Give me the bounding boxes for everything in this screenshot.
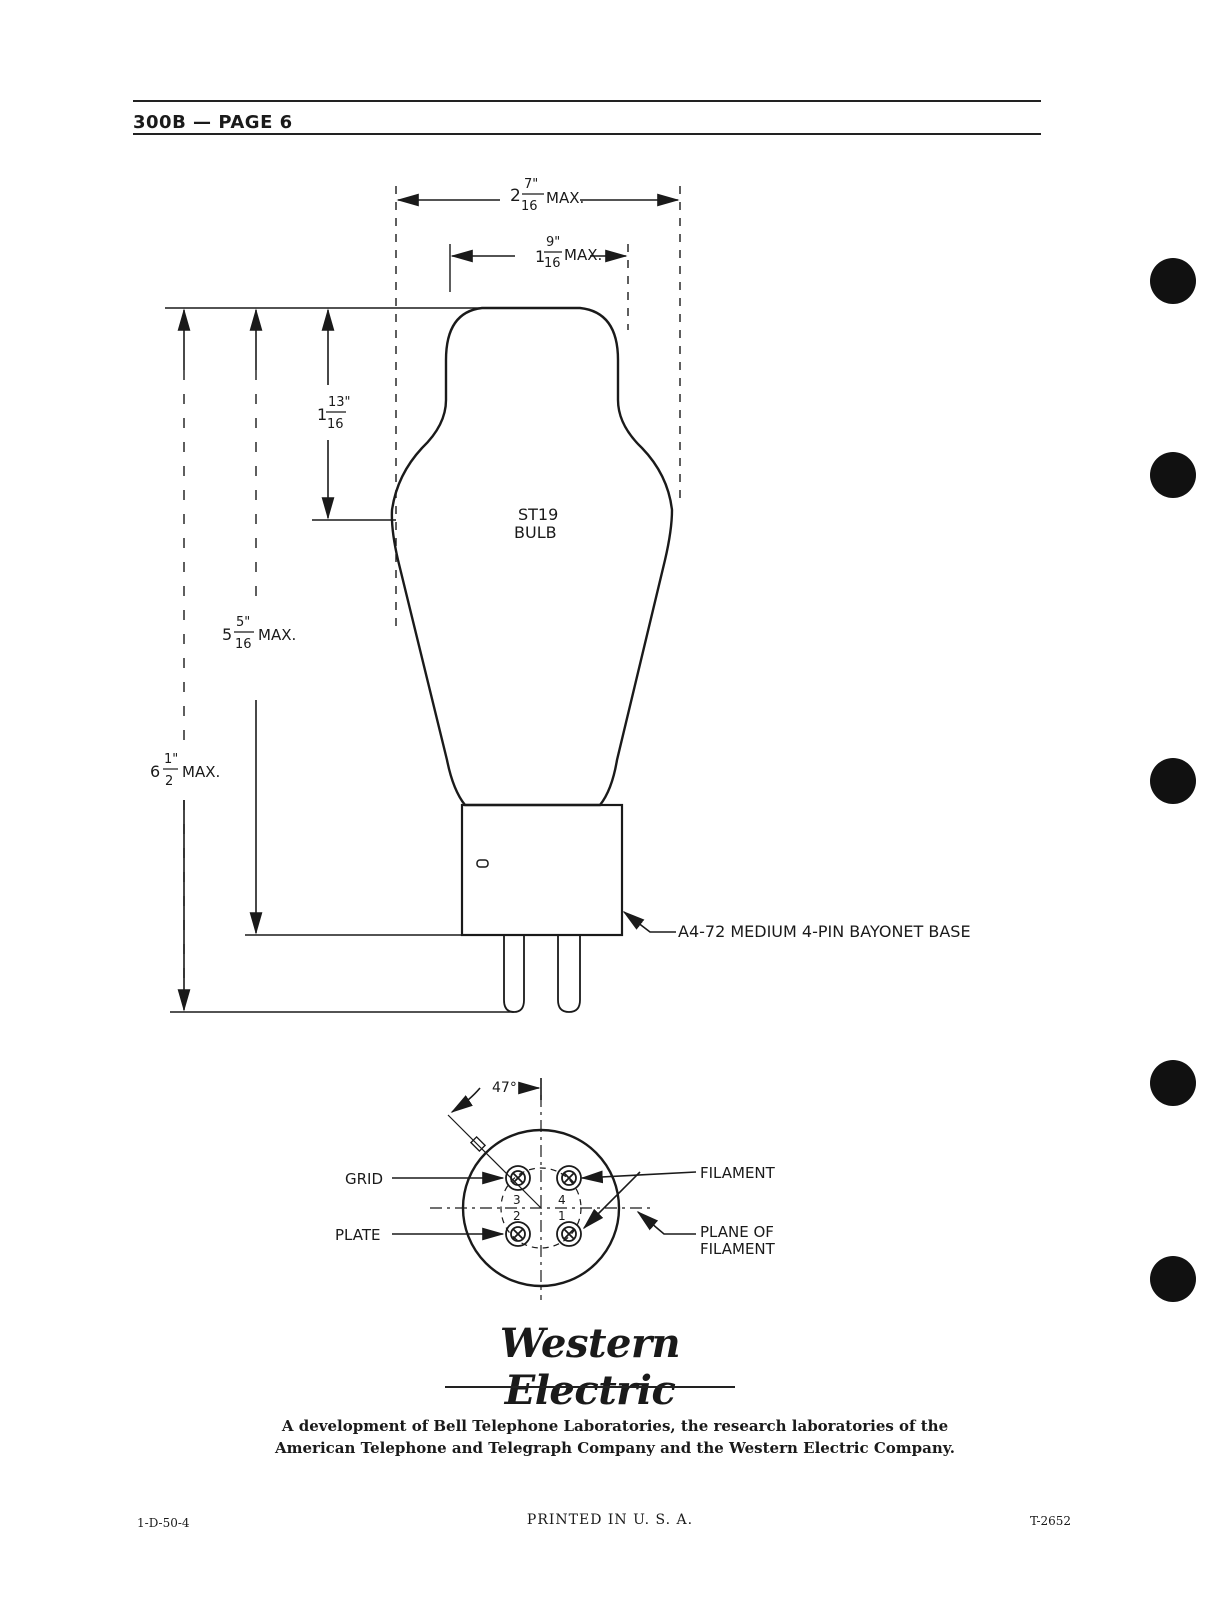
pin-4 bbox=[556, 1165, 582, 1191]
dim-seated-whole: 5 bbox=[222, 625, 232, 644]
dim-shoulder-den: 16 bbox=[327, 417, 344, 432]
filament-label: FILAMENT bbox=[700, 1164, 776, 1182]
pin-number-2: 2 bbox=[513, 1209, 521, 1223]
plane-label-line1: PLANE OF bbox=[700, 1223, 774, 1241]
dim-neck-suffix: MAX. bbox=[564, 246, 602, 264]
punch-hole bbox=[1150, 452, 1196, 498]
dim-neck-whole: 1 bbox=[535, 247, 545, 266]
dim-neck-num: 9" bbox=[546, 235, 560, 250]
dim-width-suffix: MAX. bbox=[546, 189, 584, 207]
dim-shoulder-whole: 1 bbox=[317, 405, 327, 424]
pin-right bbox=[557, 935, 581, 1013]
header-top-rule bbox=[133, 100, 1041, 102]
western-electric-logo: Western Electric bbox=[499, 1320, 681, 1414]
punch-hole bbox=[1150, 258, 1196, 304]
dim-width-den: 16 bbox=[521, 199, 538, 214]
dim-seated-suffix: MAX. bbox=[258, 626, 296, 644]
dim-width-whole: 2 bbox=[510, 186, 521, 206]
dim-overall-whole: 6 bbox=[150, 762, 160, 781]
base-shell bbox=[460, 803, 624, 937]
grid-label: GRID bbox=[345, 1170, 383, 1188]
dim-seated-den: 16 bbox=[235, 637, 252, 652]
logo-underline bbox=[445, 1386, 735, 1388]
dim-overall-suffix: MAX. bbox=[182, 763, 220, 781]
header-bottom-rule bbox=[133, 133, 1041, 135]
footer-code: 1-D-50-4 bbox=[137, 1516, 190, 1530]
caption: A development of Bell Telephone Laborato… bbox=[200, 1415, 1030, 1459]
bulb-label-line1: ST19 bbox=[518, 505, 558, 524]
punch-hole bbox=[1150, 1256, 1196, 1302]
punch-hole bbox=[1150, 758, 1196, 804]
bayonet-pin-detail bbox=[476, 859, 489, 868]
page-title: 300B — PAGE 6 bbox=[133, 112, 293, 133]
bulb-outline bbox=[390, 306, 674, 807]
pin-1 bbox=[556, 1221, 582, 1247]
caption-line-2: American Telephone and Telegraph Company… bbox=[275, 1439, 955, 1457]
bulb-label-line2: BULB bbox=[514, 523, 557, 542]
pin-number-3: 3 bbox=[513, 1193, 521, 1207]
pin-2 bbox=[505, 1221, 531, 1247]
pin-3 bbox=[505, 1165, 531, 1191]
plate-label: PLATE bbox=[335, 1226, 380, 1244]
dim-seated-num: 5" bbox=[236, 615, 250, 630]
footer-printed: PRINTED IN U. S. A. bbox=[526, 1512, 694, 1528]
dim-overall-den: 2 bbox=[165, 774, 173, 789]
pin-number-1: 1 bbox=[558, 1209, 566, 1223]
dim-width-num: 7" bbox=[524, 177, 538, 192]
plane-label-line2: FILAMENT bbox=[700, 1240, 776, 1258]
angle-label: 47° bbox=[492, 1080, 517, 1096]
base-label: A4-72 MEDIUM 4-PIN BAYONET BASE bbox=[678, 922, 971, 941]
punch-hole bbox=[1150, 1060, 1196, 1106]
pin-number-4: 4 bbox=[558, 1193, 566, 1207]
dim-overall-num: 1" bbox=[164, 752, 178, 767]
footer-doc-number: T-2652 bbox=[1030, 1514, 1072, 1528]
caption-line-1: A development of Bell Telephone Laborato… bbox=[281, 1417, 949, 1435]
dim-shoulder-num: 13" bbox=[328, 395, 351, 410]
dim-neck-den: 16 bbox=[544, 256, 561, 271]
